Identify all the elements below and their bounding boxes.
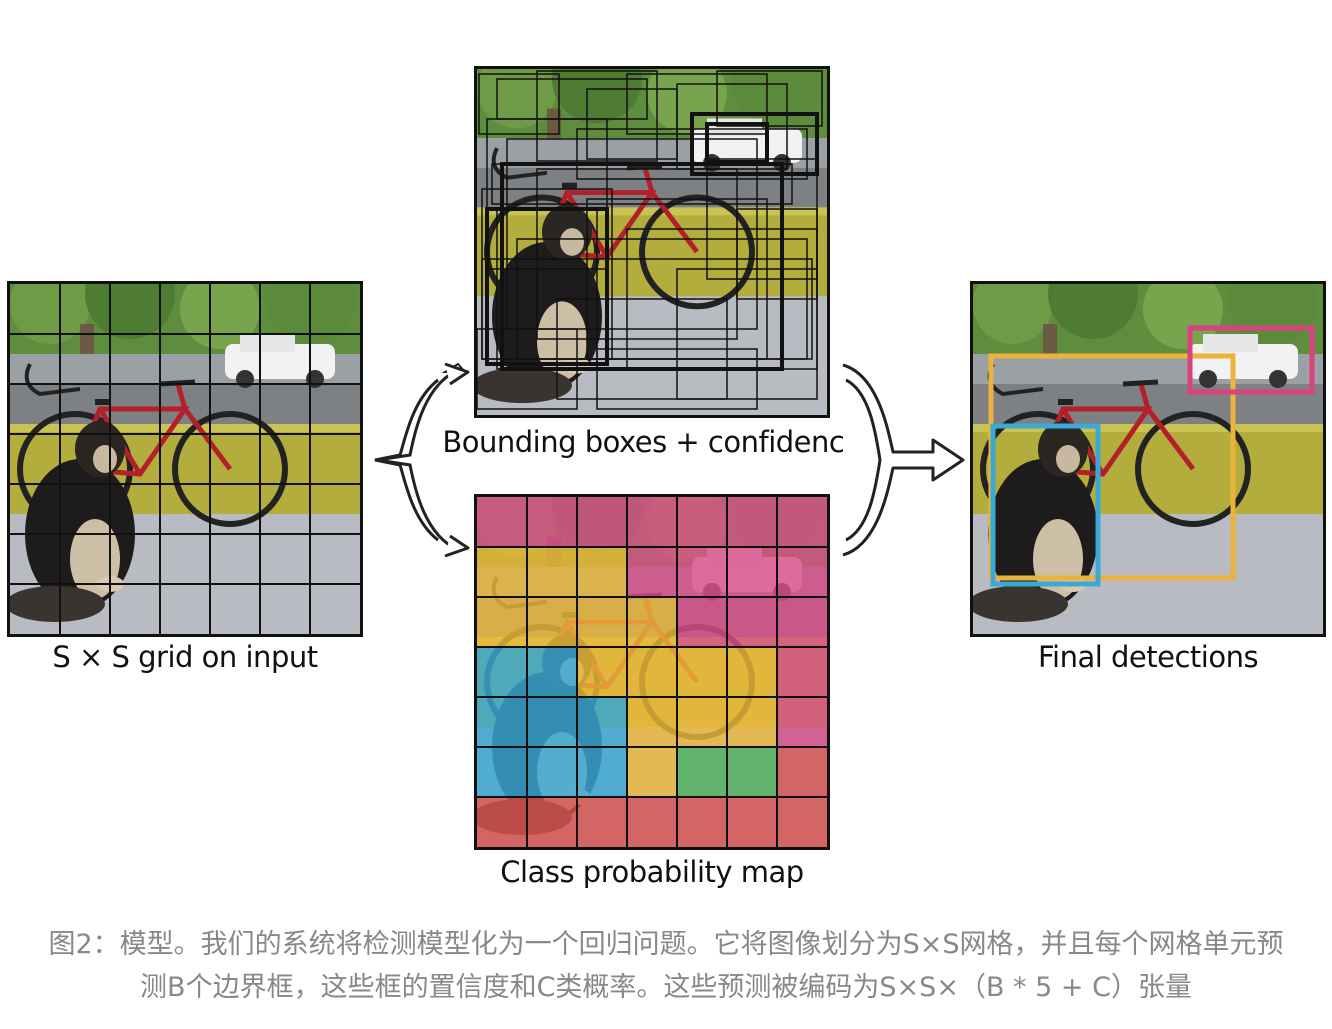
bounding-boxes-panel bbox=[474, 66, 830, 418]
class-probability-panel bbox=[474, 494, 830, 850]
final-detections-panel bbox=[970, 281, 1326, 637]
class-probability-map bbox=[477, 497, 827, 847]
class-probability-label: Class probability map bbox=[430, 855, 874, 889]
figure-caption-line-1: 图2：模型。我们的系统将检测模型化为一个回归问题。它将图像划分为S×S网格，并且… bbox=[0, 923, 1332, 966]
detections-overlay bbox=[973, 284, 1323, 634]
faint-photo-overlay bbox=[477, 497, 827, 847]
dog-detection-box bbox=[993, 426, 1098, 584]
final-detections-label: Final detections bbox=[970, 640, 1326, 674]
split-arrow-icon bbox=[370, 360, 480, 560]
bounding-boxes-label: Bounding boxes + confidence bbox=[430, 425, 874, 459]
grid-overlay bbox=[10, 284, 360, 634]
bounding-boxes-overlay bbox=[477, 69, 827, 415]
input-grid-label: S × S grid on input bbox=[7, 640, 363, 674]
bicycle-detection-box bbox=[991, 356, 1233, 578]
input-grid-panel bbox=[7, 281, 363, 637]
merge-arrow-icon bbox=[838, 360, 968, 560]
car-detection-box bbox=[1190, 328, 1312, 392]
figure-caption-line-2: 测B个边界框，这些框的置信度和C类概率。这些预测被编码为S×S×（B * 5 +… bbox=[0, 966, 1332, 1009]
